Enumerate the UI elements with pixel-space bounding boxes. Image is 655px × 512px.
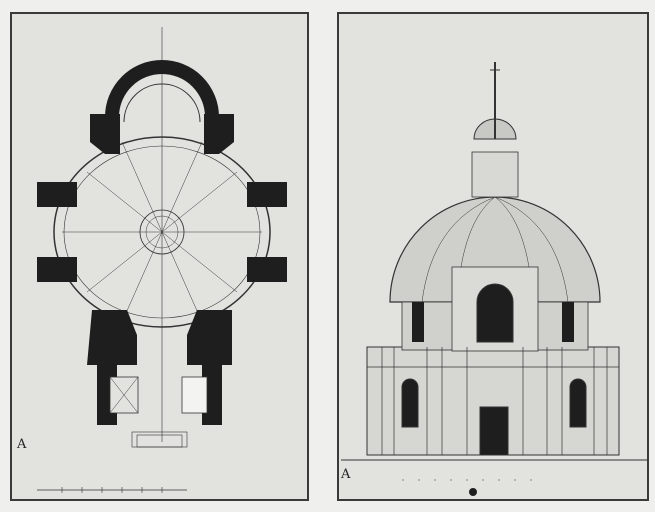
elevation-drawing: A bbox=[337, 12, 649, 501]
elevation-label: A bbox=[341, 467, 351, 482]
floor-plan-drawing: A bbox=[10, 12, 309, 501]
floor-plan-illustration bbox=[37, 27, 287, 493]
plan-label: A bbox=[17, 437, 27, 452]
elevation-illustration bbox=[341, 62, 648, 496]
